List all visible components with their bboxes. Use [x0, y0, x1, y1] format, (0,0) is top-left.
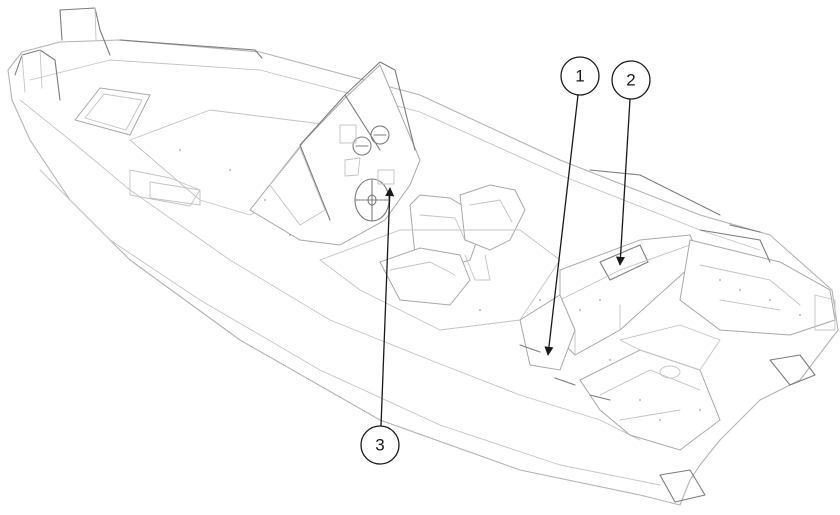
stern-deck-left	[579, 349, 721, 451]
rivet-dots	[179, 149, 801, 421]
seat-cushion-left	[379, 247, 471, 306]
callout-1-circle	[560, 56, 600, 96]
callout-1-label: 1	[575, 67, 584, 86]
gunwale-lower-line	[19, 99, 641, 441]
windshield-frame	[299, 61, 416, 221]
seat-pedestal	[464, 254, 491, 281]
side-bench	[519, 294, 576, 371]
boat-illustration	[7, 7, 839, 506]
trim-tab-left	[659, 469, 706, 503]
gauge-left	[352, 136, 372, 156]
trim-tab-right	[769, 354, 816, 386]
console-body	[249, 64, 421, 246]
chine-line	[39, 169, 661, 486]
aft-bench	[559, 234, 701, 356]
throttle	[377, 169, 395, 185]
gauge-right	[370, 125, 390, 145]
stern-rail	[589, 169, 771, 263]
seat-rear	[459, 184, 526, 251]
stern-deck-right	[679, 239, 836, 336]
hull-outline	[7, 39, 839, 506]
callout-2: 2	[611, 60, 651, 266]
bow-hatch	[74, 87, 151, 136]
switch-panel	[339, 124, 357, 144]
callout-3-label: 3	[375, 436, 384, 455]
bow-rail	[14, 7, 263, 101]
callout-3: 3	[360, 187, 400, 465]
callout-2-label: 2	[626, 71, 635, 90]
callout-1: 1	[544, 56, 600, 356]
transom-well	[619, 324, 721, 371]
callout-2-circle	[611, 60, 651, 100]
cockpit-floor	[319, 229, 561, 331]
callout-3-circle	[360, 425, 400, 465]
bow-rail-posts	[21, 7, 97, 93]
side-step	[129, 169, 201, 207]
